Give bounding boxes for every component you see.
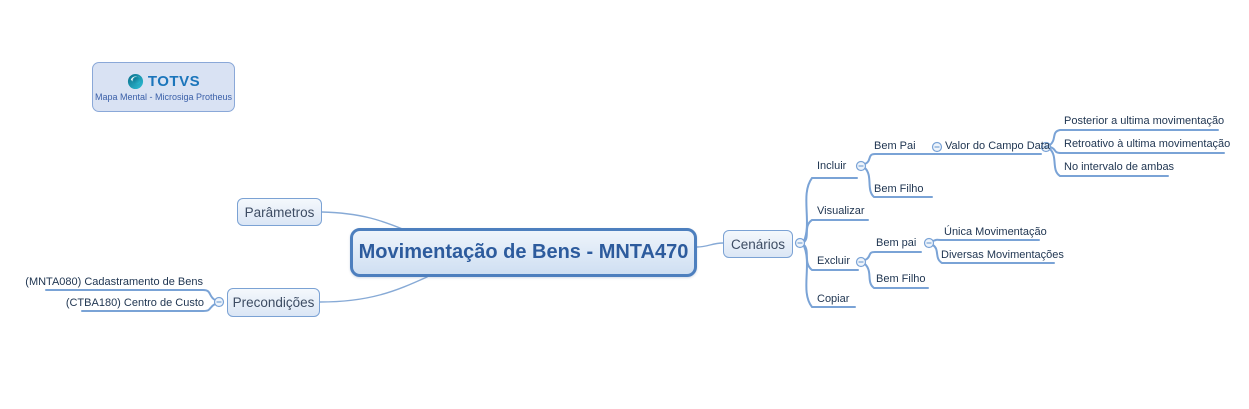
collapse-toggle-precondicoes[interactable] <box>213 296 225 308</box>
brand-name: TOTVS <box>147 72 201 90</box>
node-mnta080[interactable]: (MNTA080) Cadastramento de Bens <box>25 276 203 288</box>
collapse-toggle-bem-pai-incluir[interactable] <box>931 141 943 153</box>
node-bem-pai-excluir[interactable]: Bem pai <box>876 237 917 249</box>
node-diversas-movimentacoes[interactable]: Diversas Movimentações <box>941 249 1064 261</box>
node-ctba180[interactable]: (CTBA180) Centro de Custo <box>65 297 204 309</box>
legend-box: TOTVS Mapa Mental - Microsiga Protheus <box>92 62 235 112</box>
collapse-toggle-cenarios[interactable] <box>794 237 806 249</box>
brand-row: TOTVS <box>127 73 200 90</box>
node-cenarios-label: Cenários <box>730 236 786 252</box>
collapse-toggle-excluir[interactable] <box>855 256 867 268</box>
node-excluir[interactable]: Excluir <box>817 255 851 267</box>
root-node-label: Movimentação de Bens - MNTA470 <box>358 241 689 263</box>
collapse-toggle-valor-campo-data[interactable] <box>1040 141 1052 153</box>
node-posterior-ultima[interactable]: Posterior a ultima movimentação <box>1064 115 1225 127</box>
node-bem-pai-incluir[interactable]: Bem Pai <box>874 140 916 152</box>
node-bem-filho-excluir[interactable]: Bem Filho <box>876 273 926 285</box>
root-branch-lines <box>319 211 724 303</box>
node-cenarios[interactable]: Cenários <box>723 230 793 258</box>
node-precondicoes-label: Precondições <box>232 295 315 310</box>
root-node[interactable]: Movimentação de Bens - MNTA470 <box>350 228 697 277</box>
branch-lines <box>45 129 1225 312</box>
totvs-logo-icon <box>127 73 144 90</box>
node-copiar[interactable]: Copiar <box>817 293 850 305</box>
node-visualizar[interactable]: Visualizar <box>817 205 865 217</box>
node-incluir[interactable]: Incluir <box>817 160 847 172</box>
collapse-toggle-incluir[interactable] <box>855 160 867 172</box>
node-retroativo-ultima[interactable]: Retroativo à ultima movimentação <box>1064 138 1231 150</box>
legend-subtitle: Mapa Mental - Microsiga Protheus <box>94 91 233 102</box>
node-intervalo-ambas[interactable]: No intervalo de ambas <box>1064 161 1175 173</box>
node-valor-campo-data[interactable]: Valor do Campo Data <box>945 140 1050 152</box>
node-parametros-label: Parâmetros <box>244 204 315 220</box>
collapse-toggle-bem-pai-excluir[interactable] <box>923 237 935 249</box>
node-precondicoes[interactable]: Precondições <box>227 288 320 317</box>
node-bem-filho-incluir[interactable]: Bem Filho <box>874 183 924 195</box>
node-parametros[interactable]: Parâmetros <box>237 198 322 226</box>
node-unica-movimentacao[interactable]: Única Movimentação <box>944 226 1047 238</box>
